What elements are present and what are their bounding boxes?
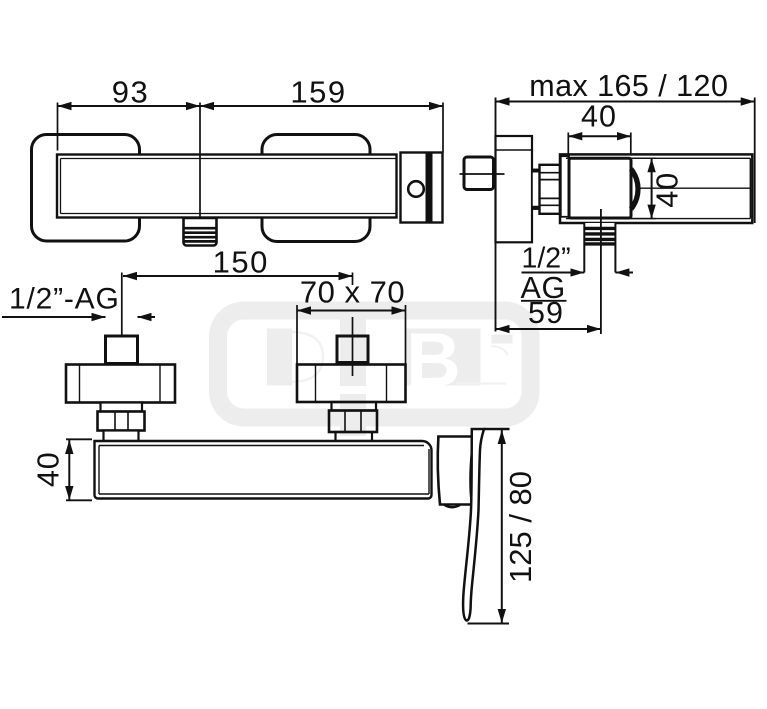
svg-text:B: B [406,318,461,403]
svg-text:150: 150 [213,245,269,280]
svg-text:1/2”-AG: 1/2”-AG [9,283,120,316]
svg-text:1/2”: 1/2” [522,243,571,275]
svg-text:40: 40 [581,100,617,134]
svg-text:max 165 / 120: max 165 / 120 [529,69,728,103]
svg-text:AG: AG [521,271,566,305]
svg-text:40: 40 [32,451,66,487]
svg-text:125 / 80: 125 / 80 [503,471,538,583]
svg-text:40: 40 [651,172,685,208]
svg-text:70 x 70: 70 x 70 [300,275,405,310]
svg-text:59: 59 [528,296,564,330]
svg-text:159: 159 [290,75,346,110]
svg-text:93: 93 [112,75,149,110]
